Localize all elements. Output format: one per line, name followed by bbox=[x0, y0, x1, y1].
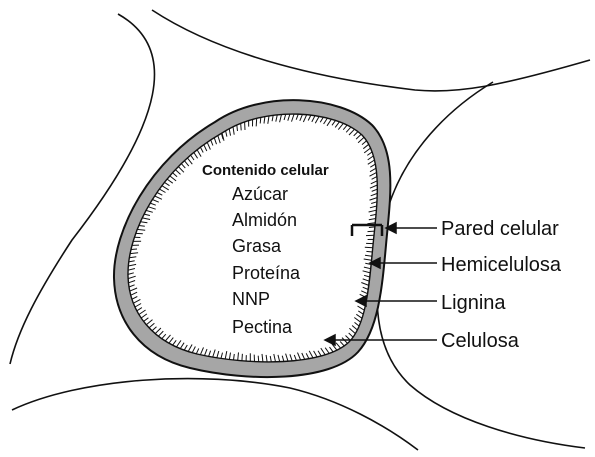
neighbour-cell-bottom bbox=[12, 379, 418, 450]
label-hemicelulosa: Hemicelulosa bbox=[441, 254, 562, 276]
hatch-mark bbox=[368, 231, 375, 232]
label-celulosa: Celulosa bbox=[441, 330, 520, 352]
neighbour-cell-top-right bbox=[152, 10, 590, 91]
hatch-mark bbox=[256, 118, 257, 126]
label-lignina: Lignina bbox=[441, 292, 506, 314]
hatch-mark bbox=[131, 249, 137, 250]
hatch-mark bbox=[258, 356, 259, 362]
content-item-sugar: Azúcar bbox=[232, 184, 288, 204]
hatch-mark bbox=[366, 251, 372, 252]
content-item-npn: NNP bbox=[232, 289, 270, 309]
hatch-mark bbox=[241, 124, 242, 131]
content-item-pectin: Pectina bbox=[232, 317, 293, 337]
content-item-starch: Almidón bbox=[232, 210, 297, 230]
hatch-mark bbox=[237, 125, 238, 131]
structure-labels: Pared celular Hemicelulosa Lignina Celul… bbox=[441, 218, 562, 352]
hatch-mark bbox=[242, 354, 243, 361]
hatch-mark bbox=[365, 247, 373, 248]
hatch-mark bbox=[260, 117, 261, 123]
content-item-protein: Proteína bbox=[232, 263, 301, 283]
hatch-mark bbox=[369, 227, 375, 228]
label-pared-celular: Pared celular bbox=[441, 218, 559, 240]
content-item-fat: Grasa bbox=[232, 236, 282, 256]
cell-content-title: Contenido celular bbox=[202, 162, 329, 179]
